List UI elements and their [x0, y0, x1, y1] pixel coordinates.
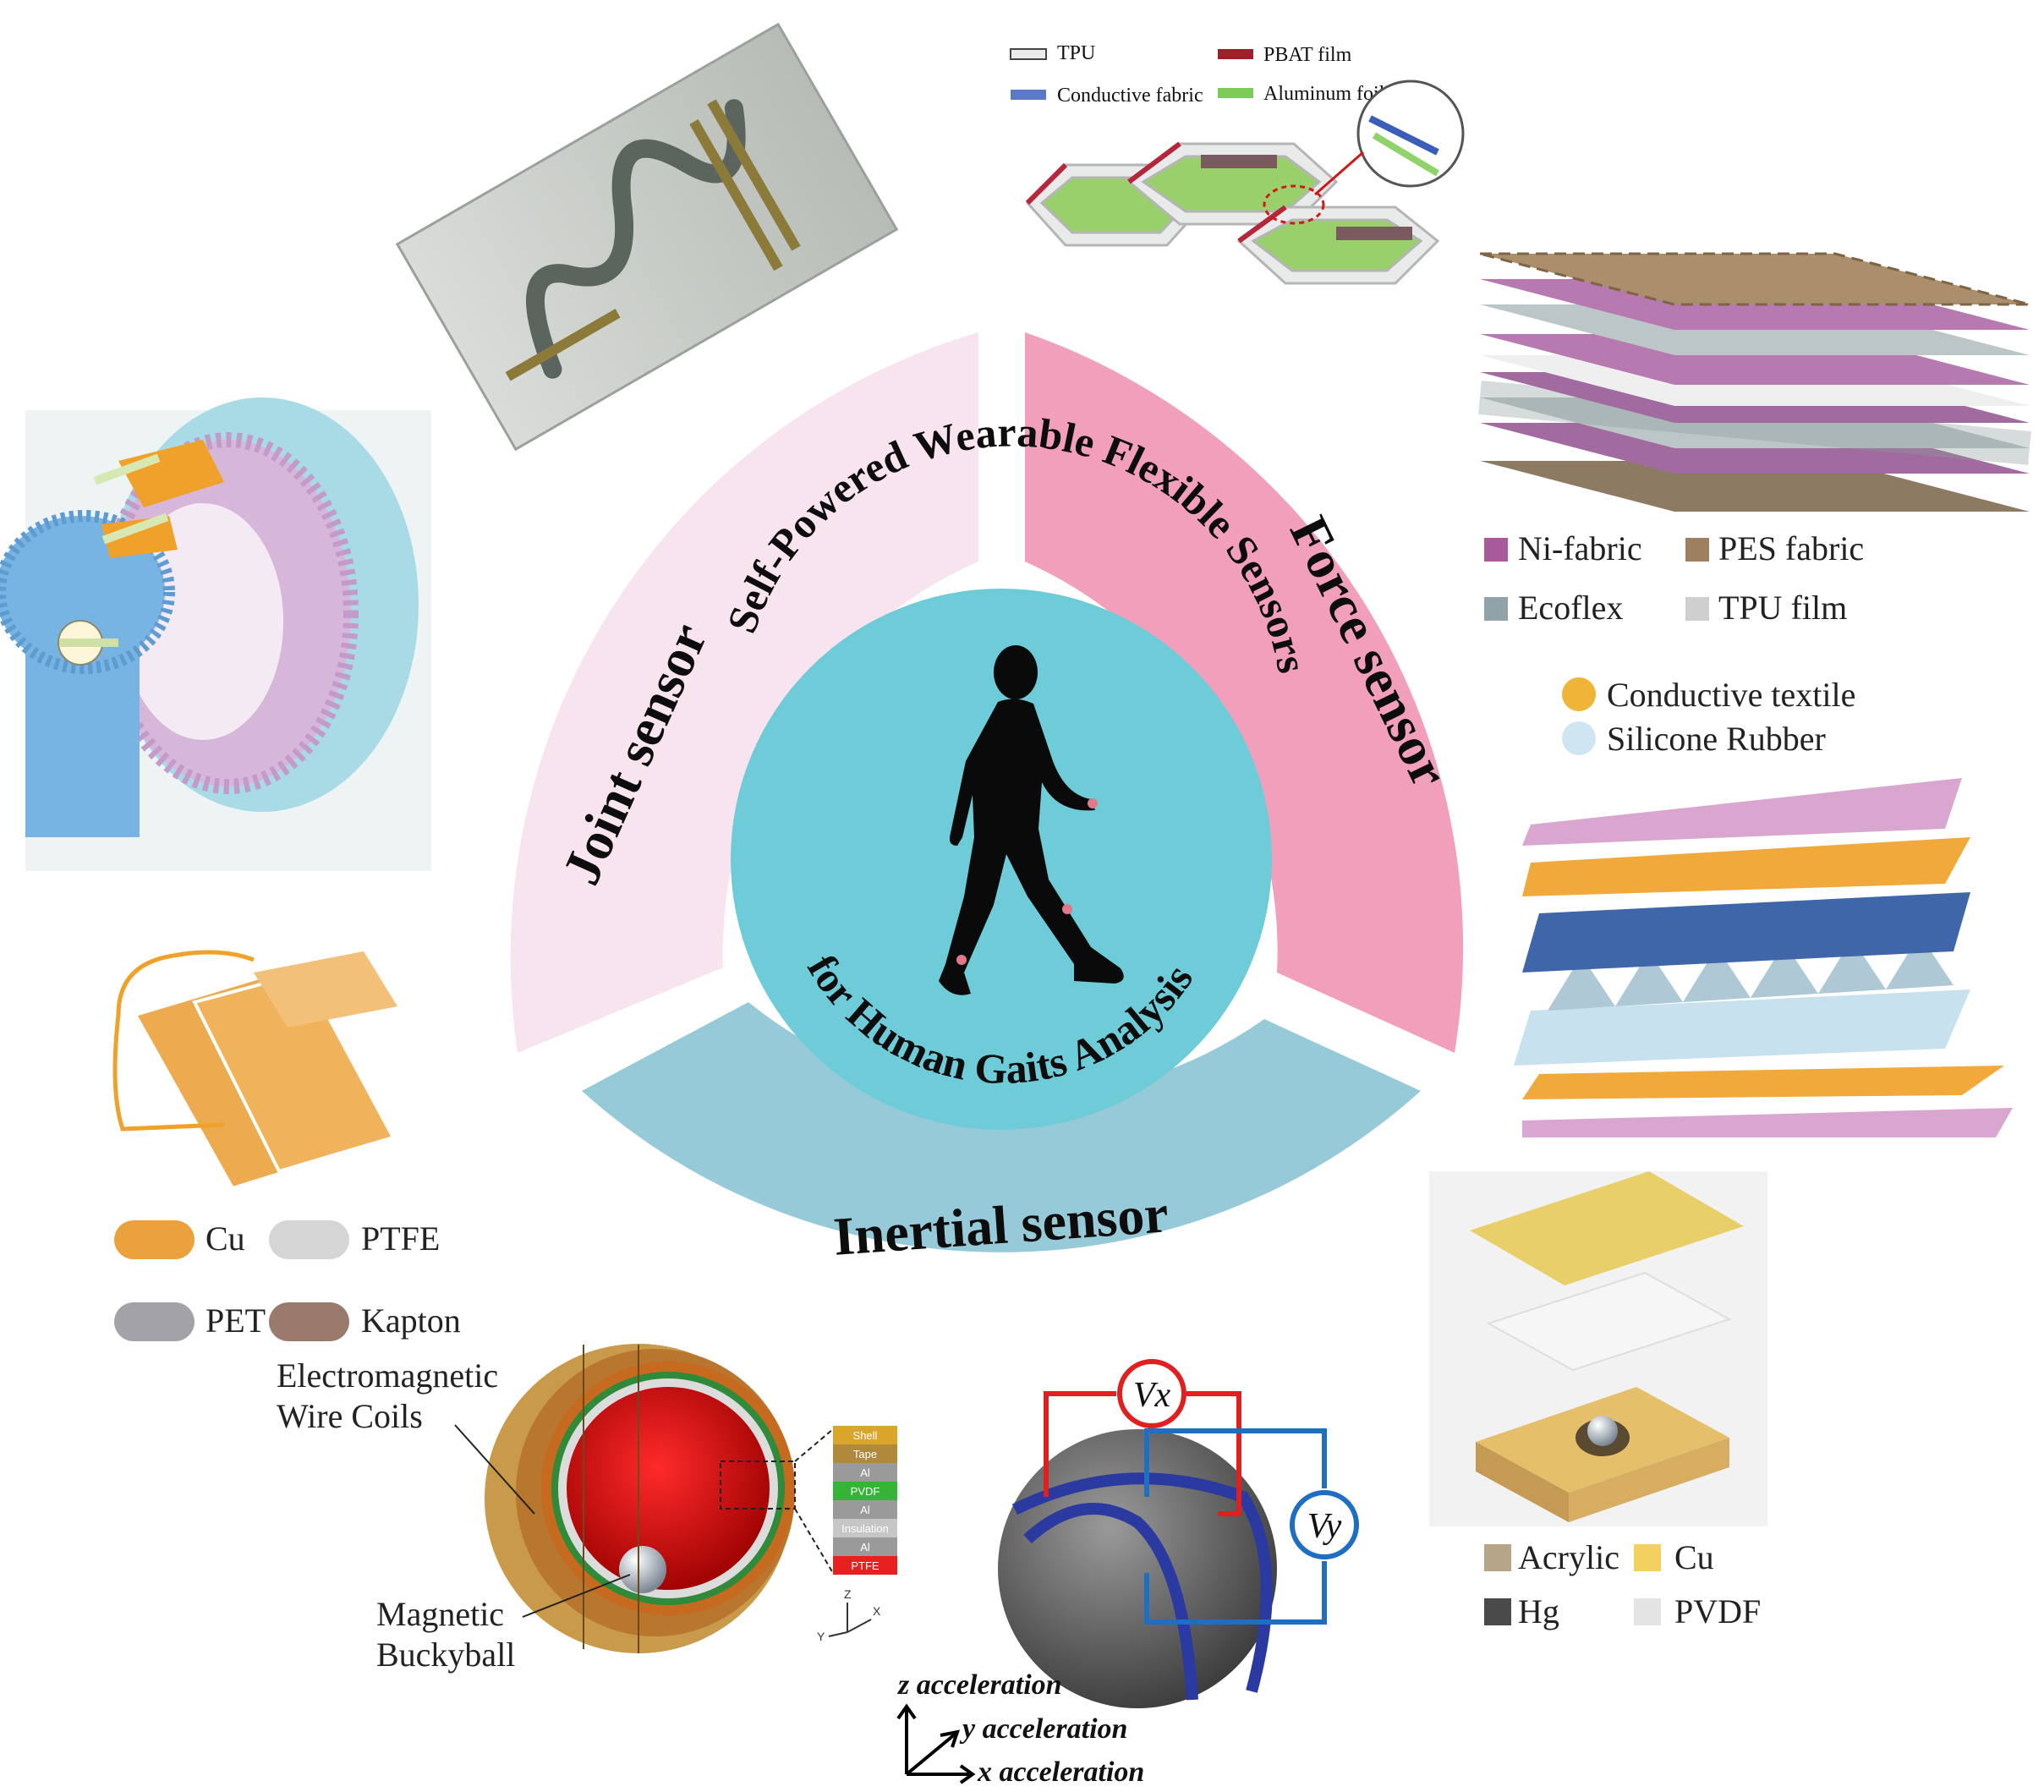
svg-text:X: X [873, 1604, 881, 1618]
hexagonal-tribo-structure: TPU PBAT film Conductive fabric Aluminum… [1010, 42, 1465, 285]
svg-text:Tape: Tape [853, 1448, 877, 1460]
svg-text:z acceleration: z acceleration [897, 1669, 1062, 1701]
svg-text:Ecoflex: Ecoflex [1518, 589, 1623, 627]
svg-text:PES fabric: PES fabric [1718, 529, 1864, 567]
right-bottom-legend: Acrylic Cu Hg PVDF [1484, 1538, 1761, 1630]
left-legend: Cu PTFE PET Kapton [114, 1219, 461, 1341]
svg-text:Y: Y [817, 1630, 825, 1643]
svg-text:Vx: Vx [1133, 1376, 1171, 1415]
svg-text:y acceleration: y acceleration [959, 1713, 1127, 1745]
svg-text:Electromagnetic: Electromagnetic [277, 1356, 498, 1395]
svg-text:Silicone Rubber: Silicone Rubber [1607, 720, 1826, 758]
svg-text:Insulation: Insulation [841, 1522, 889, 1535]
joint-sensor-segment [510, 332, 978, 1053]
svg-text:Hg: Hg [1518, 1592, 1559, 1630]
joint-sensor-photo [395, 22, 899, 452]
svg-text:PTFE: PTFE [851, 1559, 880, 1572]
svg-text:PVDF: PVDF [851, 1485, 880, 1498]
svg-text:Al: Al [860, 1466, 870, 1479]
svg-text:Al: Al [860, 1504, 870, 1516]
svg-text:PBAT film: PBAT film [1263, 44, 1352, 66]
coil-axis-triad: Z X Y [817, 1587, 881, 1643]
force-legend-b: Conductive textile Silicone Rubber [1562, 676, 1855, 758]
svg-text:Z: Z [844, 1587, 852, 1601]
svg-text:Aluminum foil: Aluminum foil [1263, 83, 1385, 105]
hg-droplet-sensor [1429, 1171, 1767, 1526]
svg-text:x acceleration: x acceleration [977, 1756, 1144, 1788]
svg-text:PVDF: PVDF [1674, 1592, 1761, 1630]
svg-text:Conductive textile: Conductive textile [1607, 676, 1855, 714]
svg-text:Shell: Shell [853, 1429, 878, 1442]
walking-person-icon [939, 645, 1124, 995]
coil-layer-stack: Shell Tape Al PVDF Al Insulation Al PTFE [833, 1426, 897, 1575]
svg-text:Cu: Cu [1674, 1538, 1714, 1576]
svg-text:Conductive fabric: Conductive fabric [1057, 85, 1203, 107]
top-legend: TPU PBAT film Conductive fabric Aluminum… [1010, 42, 1385, 107]
sphere-inertial-sensor: Vx Vy [998, 1359, 1359, 1708]
coil-inertial-sensor: Electromagnetic Wire Coils Magnetic Buck… [277, 1344, 834, 1674]
gear-joint-harvester [0, 397, 431, 871]
svg-text:Acrylic: Acrylic [1518, 1538, 1619, 1576]
svg-text:Wire Coils: Wire Coils [277, 1397, 423, 1435]
svg-text:PET: PET [205, 1302, 266, 1340]
svg-text:Al: Al [860, 1541, 870, 1554]
acceleration-axes: z acceleration y acceleration x accelera… [896, 1669, 1144, 1788]
svg-text:Ni-fabric: Ni-fabric [1518, 529, 1642, 567]
svg-text:Buckyball: Buckyball [376, 1636, 515, 1674]
svg-text:Kapton: Kapton [361, 1302, 461, 1340]
svg-text:Magnetic: Magnetic [376, 1595, 504, 1633]
force-legend-a: Ni-fabric PES fabric Ecoflex TPU film [1484, 529, 1864, 627]
svg-text:TPU: TPU [1057, 42, 1095, 64]
svg-text:Cu: Cu [205, 1219, 245, 1258]
fabric-stack-sensor [1478, 252, 2031, 512]
folded-film-sensor [112, 950, 397, 1191]
textile-silicone-stack [1514, 778, 2013, 1137]
svg-text:Vy: Vy [1307, 1507, 1342, 1546]
force-sensor-segment [1025, 332, 1464, 1053]
svg-text:PTFE: PTFE [361, 1219, 440, 1258]
svg-text:TPU film: TPU film [1718, 589, 1847, 627]
